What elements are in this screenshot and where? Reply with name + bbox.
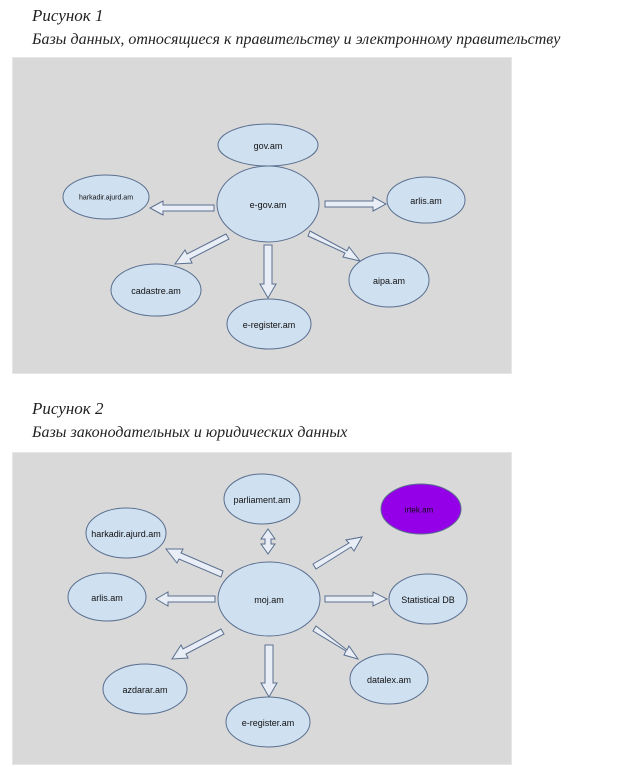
arrow-egov-to-arlis	[324, 196, 388, 212]
arrow-moj-to-eregister	[260, 644, 278, 699]
node-moj: moj.am	[217, 561, 321, 637]
arrow-egov-to-eregister	[259, 244, 277, 300]
node-harkadir-label: harkadir.ajurd.am	[79, 195, 133, 202]
arrow-egov-to-harkadir	[148, 200, 215, 216]
node-arlis-label: arlis.am	[91, 593, 123, 603]
node-azdarar: azdarar.am	[102, 663, 188, 715]
arrow-moj-to-azdarar	[171, 628, 225, 660]
node-azdarar-label: azdarar.am	[122, 685, 167, 695]
node-harkadir-label: harkadir.ajurd.am	[91, 529, 161, 539]
node-gov: gov.am	[217, 123, 319, 167]
figure-2-caption: Базы законодательных и юридических данны…	[32, 424, 348, 441]
node-aipa: aipa.am	[348, 252, 430, 308]
node-statistical: Statistical DB	[388, 573, 468, 625]
node-statistical-label: Statistical DB	[401, 595, 455, 605]
node-parliament-label: parliament.am	[233, 495, 290, 505]
node-parliament: parliament.am	[223, 473, 301, 525]
node-arlis: arlis.am	[386, 176, 466, 224]
node-irtek: irtek.am	[380, 483, 462, 535]
figure-2-diagram: parliament.am irtek.am harkadir.ajurd.am…	[12, 452, 512, 765]
arrow-moj-to-harkadir	[164, 548, 224, 578]
arrow-parliament-moj-bidirectional	[260, 528, 276, 555]
node-irtek-label: irtek.am	[405, 506, 434, 515]
node-egov-label: e-gov.am	[250, 200, 287, 210]
node-gov-label: gov.am	[254, 141, 283, 151]
node-eregister: e-register.am	[225, 696, 311, 748]
node-arlis-label: arlis.am	[410, 196, 442, 206]
node-harkadir: harkadir.ajurd.am	[62, 174, 150, 220]
node-cadastre-label: cadastre.am	[131, 286, 181, 296]
node-aipa-label: aipa.am	[373, 276, 405, 286]
arrow-moj-to-arlis	[155, 591, 216, 607]
node-eregister-label: e-register.am	[242, 718, 295, 728]
figure-1-caption: Базы данных, относящиеся к правительству…	[32, 31, 561, 48]
arrow-moj-to-statistical	[324, 591, 389, 607]
node-egov: e-gov.am	[216, 165, 320, 243]
node-eregister: e-register.am	[226, 298, 312, 350]
arrow-moj-to-datalex	[312, 625, 360, 660]
node-harkadir: harkadir.ajurd.am	[85, 507, 167, 559]
figure-2-number: Рисунок 2	[32, 399, 104, 418]
figure-1-number: Рисунок 1	[32, 6, 104, 25]
arrow-egov-to-aipa	[307, 230, 362, 262]
node-eregister-label: e-register.am	[243, 320, 296, 330]
node-datalex-label: datalex.am	[367, 675, 411, 685]
node-datalex: datalex.am	[349, 653, 429, 705]
arrow-egov-to-cadastre	[173, 233, 230, 265]
arrow-moj-to-irtek	[312, 536, 363, 570]
figure-1-diagram: gov.am e-gov.am harkadir.ajurd.am arlis.…	[12, 57, 512, 374]
node-arlis: arlis.am	[67, 572, 147, 622]
node-moj-label: moj.am	[254, 595, 284, 605]
node-cadastre: cadastre.am	[110, 263, 202, 317]
